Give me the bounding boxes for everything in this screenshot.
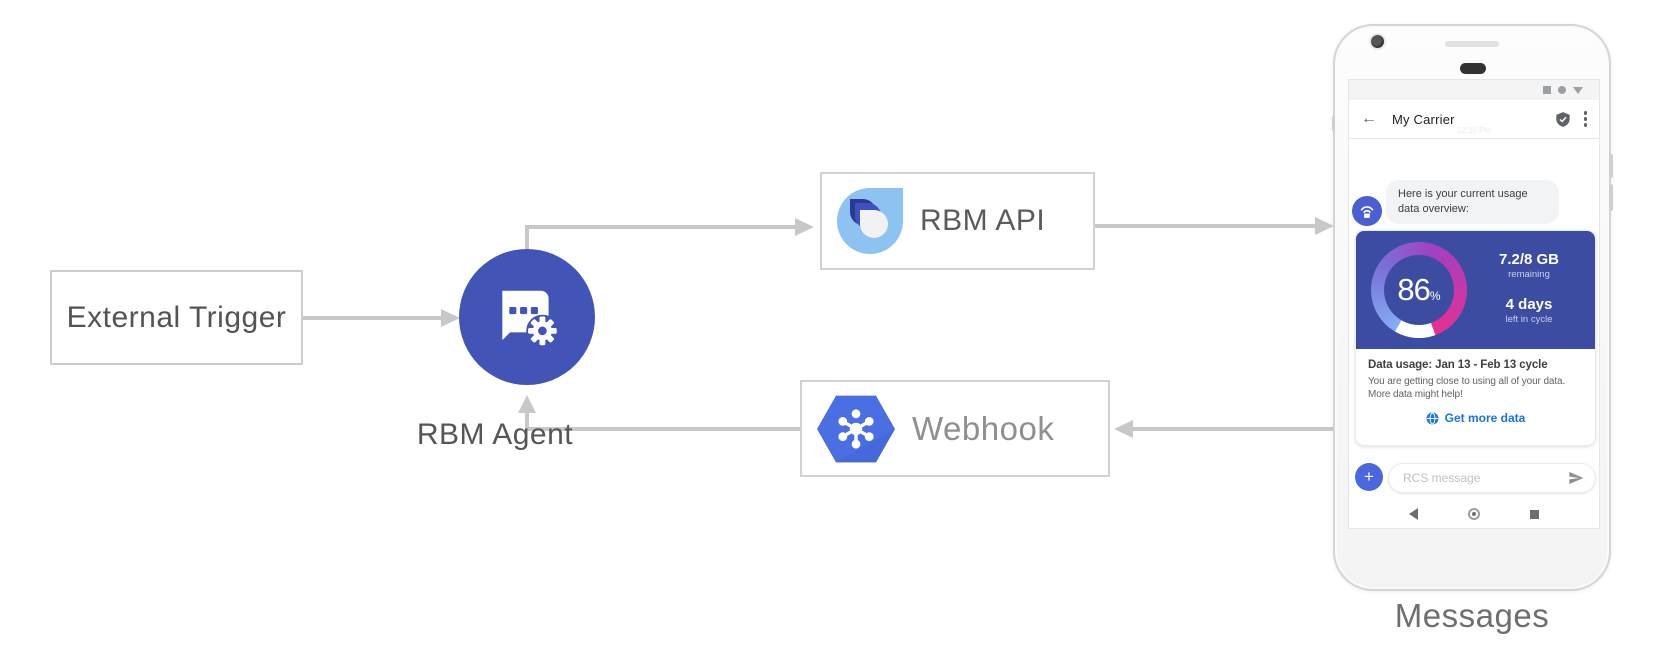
phone-mockup: ← My Carrier 12:30 PM [1332, 24, 1613, 591]
usage-percent-symbol: % [1429, 289, 1441, 303]
antenna-wifi-icon [1357, 201, 1377, 221]
sim-tray [1332, 116, 1335, 131]
front-camera-icon [1371, 35, 1384, 48]
days-left-value: 4 days [1505, 296, 1553, 313]
get-more-data-button[interactable]: Get more data [1368, 411, 1583, 425]
conversation-header: ← My Carrier [1349, 100, 1599, 139]
rbm-api-box: RBM API [820, 172, 1095, 270]
arrow-webhook-to-agent-vline [525, 412, 529, 431]
usage-card-body-line1: You are getting close to using all of yo… [1368, 376, 1566, 387]
arrow-webhook-to-agent-hline [525, 427, 800, 431]
data-remaining-caption: remaining [1508, 269, 1550, 280]
arrow-external-to-agent-head [441, 309, 460, 327]
message-compose-bar [1388, 463, 1596, 493]
bubble-text-line1: Here is your current usage [1398, 188, 1528, 200]
back-arrow-icon[interactable]: ← [1361, 110, 1377, 127]
nav-home-icon[interactable] [1468, 508, 1480, 520]
globe-icon [1426, 412, 1439, 425]
status-wifi-icon [1558, 86, 1566, 94]
overflow-menu-icon[interactable] [1583, 111, 1587, 127]
plus-icon: + [1364, 467, 1374, 486]
android-nav-bar [1349, 500, 1599, 528]
data-remaining-value: 7.2/8 GB [1498, 251, 1560, 268]
status-bar [1349, 80, 1599, 100]
arrow-api-to-phone-head [1315, 217, 1334, 235]
nav-recents-icon[interactable] [1530, 509, 1539, 519]
usage-card-title: Data usage: Jan 13 - Feb 13 cycle [1368, 359, 1548, 371]
usage-rich-card: 86% 7.2/8 GB remaining 4 days left in cy… [1355, 230, 1596, 446]
send-icon[interactable] [1568, 470, 1584, 486]
days-left-caption: left in cycle [1505, 314, 1553, 325]
webhook-hexagon-icon [816, 393, 896, 465]
message-timestamp: 12:30 PM [1456, 126, 1492, 135]
phone-screen: ← My Carrier 12:30 PM [1348, 79, 1600, 529]
verified-shield-icon[interactable] [1555, 111, 1571, 128]
attach-plus-button[interactable]: + [1355, 463, 1383, 491]
usage-card-hero: 86% 7.2/8 GB remaining 4 days left in cy… [1356, 231, 1595, 349]
status-signal-icon [1543, 86, 1551, 94]
get-more-data-label: Get more data [1444, 411, 1526, 425]
rbm-api-label: RBM API [920, 204, 1046, 237]
arrow-api-to-phone-line [1095, 224, 1315, 228]
conversation-title: My Carrier [1392, 111, 1455, 127]
rbm-api-logo-icon [834, 185, 906, 257]
arrow-external-to-agent-line [303, 316, 441, 320]
arrow-phone-to-webhook-line [1133, 427, 1335, 431]
carrier-avatar [1352, 196, 1382, 226]
chat-bubble-gear-icon [490, 280, 564, 354]
power-button[interactable] [1609, 154, 1613, 178]
bubble-text-line2: data overview: [1398, 203, 1469, 215]
messages-caption: Messages [1394, 597, 1550, 634]
external-trigger-box: External Trigger [50, 270, 303, 365]
usage-gauge-ring: 86% [1371, 242, 1467, 338]
usage-gauge-center: 86% [1384, 255, 1454, 325]
arrow-agent-to-api-head [795, 218, 814, 236]
volume-button[interactable] [1609, 184, 1613, 211]
earpiece-speaker [1445, 41, 1499, 47]
webhook-label: Webhook [912, 409, 1055, 447]
usage-card-body-line2: More data might help! [1368, 389, 1463, 400]
external-trigger-label: External Trigger [66, 300, 287, 334]
arrow-agent-to-api-vline [525, 227, 529, 251]
arrow-webhook-to-agent-head [518, 395, 536, 413]
speaker-pill [1460, 63, 1486, 74]
rcs-message-input[interactable] [1403, 471, 1568, 485]
webhook-box: Webhook [800, 380, 1110, 477]
arrow-phone-to-webhook-head [1114, 420, 1133, 438]
arrow-agent-to-api-hline [525, 225, 795, 229]
rbm-agent-label: RBM Agent [416, 418, 574, 451]
agent-message-bubble: Here is your current usage data overview… [1386, 180, 1559, 224]
nav-back-icon[interactable] [1409, 508, 1418, 520]
status-battery-icon [1573, 86, 1583, 94]
rbm-agent-node [459, 249, 595, 385]
usage-percent-value: 86 [1397, 272, 1430, 307]
